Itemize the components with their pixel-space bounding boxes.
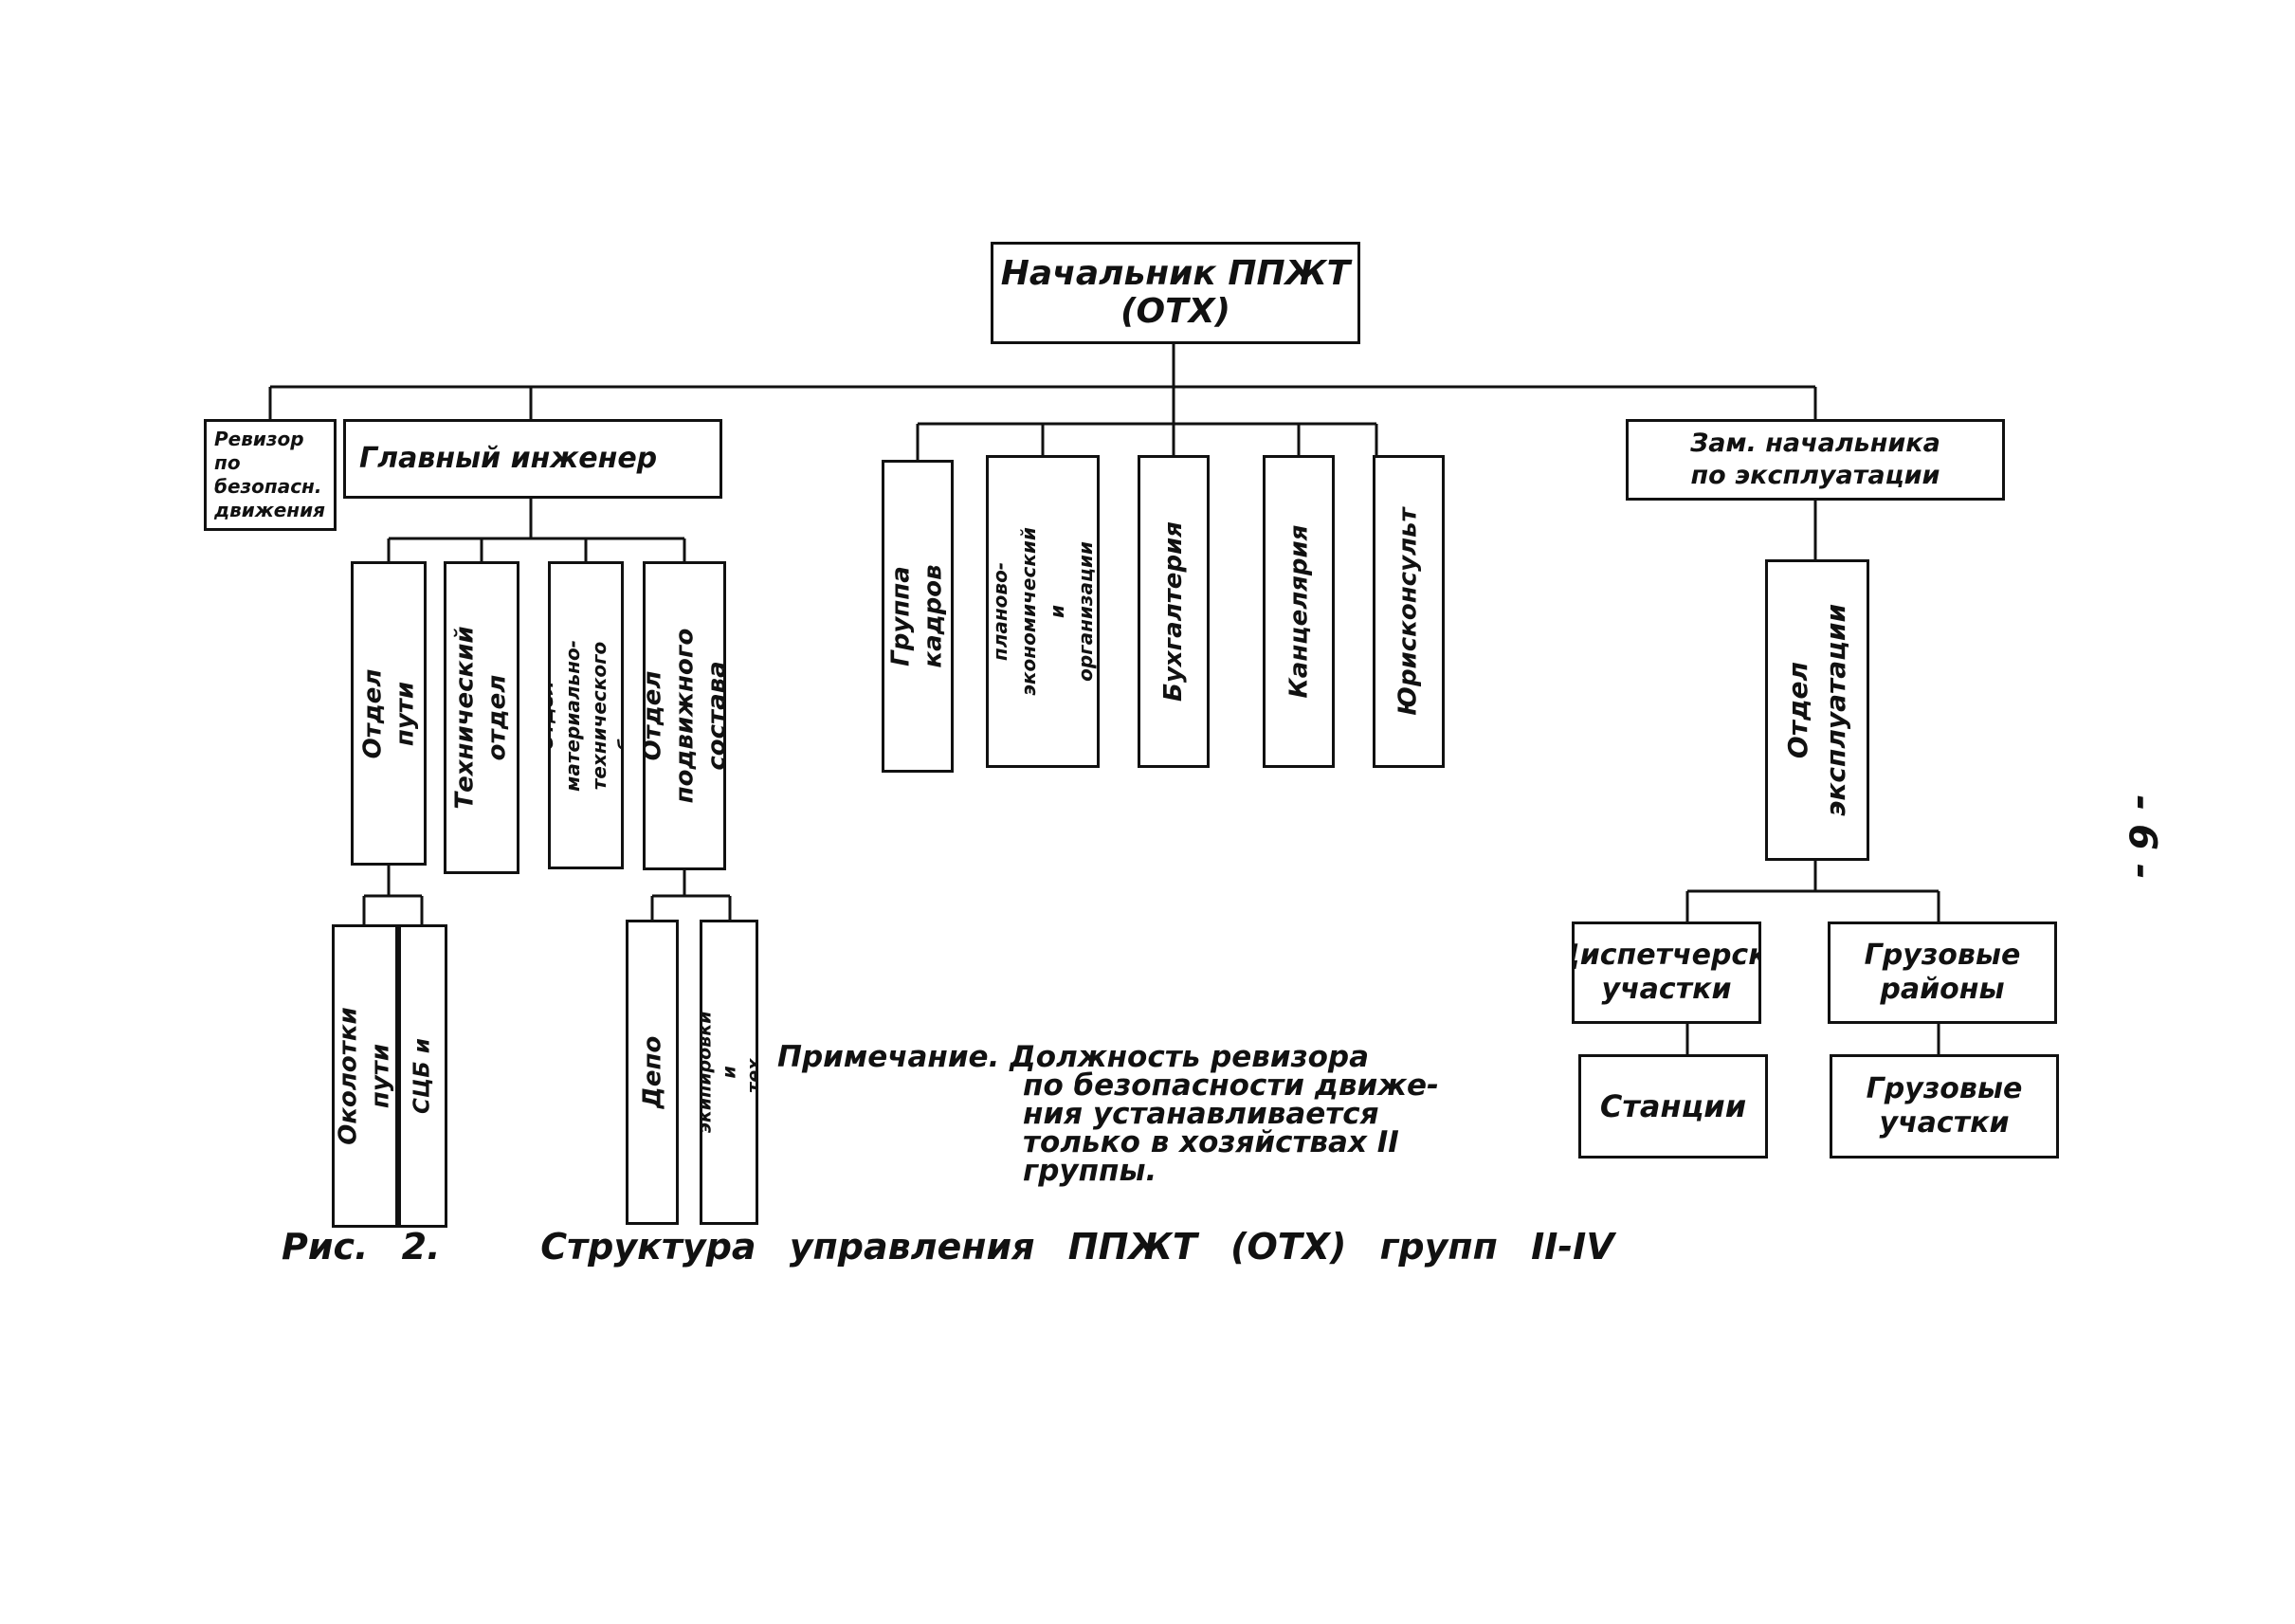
root-box: Начальник ППЖТ (ОТХ) — [991, 242, 1360, 344]
rolling-unit-inspection: Пункты экипировки и тех. осмотра — [700, 920, 758, 1225]
revizor-box: Ревизор по безопасн. движения — [204, 419, 337, 531]
root-label: Начальник ППЖТ (ОТХ) — [1000, 254, 1351, 331]
ops-department-box: Отдел эксплуатации — [1765, 559, 1869, 861]
ops-unit-freight-sections: Грузовые участки — [1830, 1054, 2059, 1159]
rolling-unit-depot: Депо — [626, 920, 679, 1225]
rolling-unit-label: Пункты экипировки и тех. осмотра — [700, 1011, 758, 1134]
central-unit-label: Юрисконсульт — [1394, 507, 1423, 716]
page-number: - 6 - — [2120, 794, 2164, 880]
central-unit-office: Канцелярия — [1263, 455, 1335, 768]
ops-unit-stations: Станции — [1578, 1054, 1768, 1159]
central-unit-label: Отдел планово- экономический и организац… — [989, 527, 1097, 696]
ops-department-label: Отдел эксплуатации — [1782, 603, 1852, 817]
engineer-unit-label: Технический отдел — [451, 626, 512, 810]
ops-unit-label: Грузовые участки — [1866, 1072, 2023, 1140]
central-unit-planning: Отдел планово- экономический и организац… — [986, 455, 1100, 768]
engineer-unit-label: Отдел пути — [358, 668, 420, 758]
central-unit-accounting: Бухгалтерия — [1138, 455, 1210, 768]
engineer-unit-track: Отдел пути — [351, 561, 427, 866]
engineer-unit-technical: Технический отдел — [444, 561, 519, 874]
central-unit-label: Бухгалтерия — [1159, 521, 1188, 702]
engineer-unit-rolling-stock: Отдел подвижного состава — [643, 561, 726, 870]
engineer-unit-label: Отдел материально- технического обеспеч. — [548, 639, 624, 792]
engineer-unit-supply: Отдел материально- технического обеспеч. — [548, 561, 624, 869]
figure-caption: Рис. 2. Структура управления ППЖТ (ОТХ) … — [282, 1226, 1614, 1268]
central-unit-label: Канцелярия — [1284, 524, 1313, 699]
central-unit-label: Группа кадров — [887, 564, 948, 668]
central-unit-personnel: Группа кадров — [882, 460, 954, 773]
revizor-label: Ревизор по безопасн. движения — [214, 428, 325, 521]
ops-unit-label: Станции — [1599, 1088, 1747, 1124]
engineer-unit-label: Отдел подвижного состава — [643, 628, 726, 804]
ops-unit-label: Диспетчерск. участки — [1575, 939, 1758, 1006]
chief-engineer-box: Главный инженер — [343, 419, 722, 499]
ops-unit-label: Грузовые районы — [1864, 939, 2021, 1006]
chief-engineer-label: Главный инженер — [359, 442, 658, 475]
ops-unit-dispatch: Диспетчерск. участки — [1572, 921, 1761, 1024]
track-unit-label: Околотки пути — [335, 1007, 396, 1145]
note-text: Примечание. Должность ревизора по безопа… — [777, 1040, 1439, 1188]
deputy-box: Зам. начальника по эксплуатации — [1626, 419, 2005, 501]
track-unit-signalling: Участок СЦБ и связи — [398, 924, 447, 1228]
track-unit-sections: Околотки пути — [332, 924, 398, 1228]
ops-unit-freight-districts: Грузовые районы — [1828, 921, 2057, 1024]
central-unit-legal: Юрисконсульт — [1373, 455, 1445, 768]
track-unit-label: Участок СЦБ и связи — [398, 1025, 447, 1127]
deputy-label: Зам. начальника по эксплуатации — [1690, 429, 1940, 490]
rolling-unit-label: Депо — [638, 1035, 666, 1109]
